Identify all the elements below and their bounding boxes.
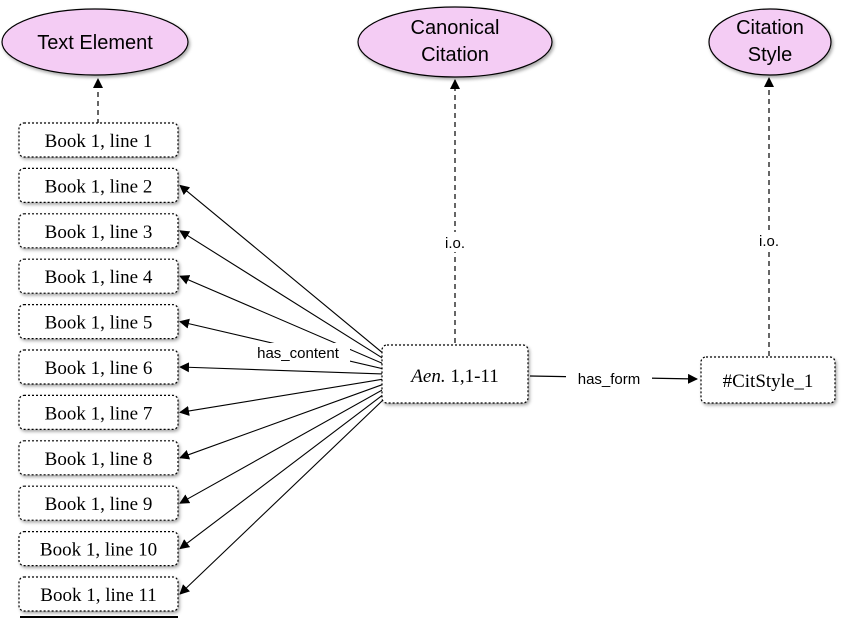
has-content-label-bg — [246, 343, 350, 363]
has-content-label: has_content — [257, 345, 340, 362]
text-line-label: Book 1, line 9 — [45, 494, 153, 515]
text-line-box — [18, 167, 179, 203]
has-content-edge — [179, 362, 384, 375]
text-line-node[interactable]: Book 1, line 2 — [18, 167, 179, 203]
text-line-node[interactable]: Book 1, line 8 — [18, 440, 179, 476]
has-content-edge — [179, 394, 384, 550]
text-element-label: Text Element — [37, 32, 153, 54]
has-form-label-bg — [566, 368, 652, 388]
text-line-label: Book 1, line 10 — [40, 540, 157, 561]
text-line-node[interactable]: Book 1, line 1 — [18, 122, 179, 158]
has-content-edge — [179, 389, 384, 504]
text-line-box — [18, 213, 179, 249]
text-line-label: Book 1, line 2 — [45, 176, 153, 197]
text-line-node[interactable]: Book 1, line 6 — [18, 349, 179, 385]
citation-style-label-line1: Citation — [736, 17, 804, 39]
text-line-node[interactable]: Book 1, line 10 — [18, 530, 179, 567]
text-line-label: Book 1, line 7 — [45, 403, 153, 424]
text-line-label: Book 1, line 4 — [45, 267, 153, 288]
has-content-edge — [179, 383, 384, 460]
text-line-node[interactable]: Book 1, line 11 — [18, 576, 179, 612]
citation-node[interactable]: Aen. 1,1-11 — [381, 344, 529, 404]
text-line-node[interactable]: Book 1, line 9 — [18, 485, 179, 521]
text-line-label: Book 1, line 3 — [45, 222, 153, 243]
has-content-edge — [179, 230, 384, 359]
text-line-box — [18, 440, 179, 476]
text-line-node[interactable]: Book 1, line 7 — [18, 394, 179, 430]
text-line-box — [18, 576, 179, 612]
canonical-citation-label-line2: Citation — [421, 44, 489, 66]
text-line-node[interactable]: Book 1, line 3 — [18, 213, 179, 249]
citation-node-label: Aen. 1,1-11 — [409, 366, 498, 387]
text-line-label: Book 1, line 11 — [40, 585, 156, 606]
has-content-edges — [179, 184, 384, 595]
has-content-edge — [179, 184, 384, 354]
citation-style-node-label: #CitStyle_1 — [723, 371, 814, 392]
text-line-box — [18, 394, 179, 430]
text-line-box — [18, 530, 179, 567]
text-line-box — [18, 122, 179, 158]
text-line-box — [18, 349, 179, 385]
citation-style-label-line2: Style — [748, 44, 792, 66]
has-content-edge — [179, 378, 384, 416]
text-line-node[interactable]: Book 1, line 5 — [18, 304, 179, 340]
has-form-label: has_form — [578, 371, 641, 388]
text-line-label: Book 1, line 1 — [45, 131, 153, 152]
text-line-label: Book 1, line 5 — [45, 313, 153, 334]
citation-style-class: Citation Style — [708, 8, 832, 76]
citation-node-italic: Aen. — [409, 366, 445, 387]
citation-style-node[interactable]: #CitStyle_1 — [700, 356, 836, 404]
citation-node-rest: 1,1-11 — [446, 366, 499, 387]
io-label-style: i.o. — [759, 233, 779, 250]
io-label-bg-canonical — [437, 232, 473, 252]
text-line-node[interactable]: Book 1, line 4 — [18, 258, 179, 294]
text-line-label: Book 1, line 8 — [45, 449, 153, 470]
canonical-citation-class: Canonical Citation — [357, 6, 553, 78]
io-label-canonical: i.o. — [445, 235, 465, 252]
text-line-label: Book 1, line 6 — [45, 358, 153, 379]
text-line-box — [18, 258, 179, 294]
text-line-box — [18, 304, 179, 340]
canonical-citation-label-line1: Canonical — [411, 17, 500, 39]
io-label-bg-style — [751, 230, 787, 250]
text-line-box — [18, 485, 179, 521]
has-content-edge — [179, 399, 384, 595]
text-element-class: Text Element — [1, 8, 189, 76]
text-element-nodes: Book 1, line 1 Book 1, line 2 Book 1, line… — [18, 122, 179, 612]
